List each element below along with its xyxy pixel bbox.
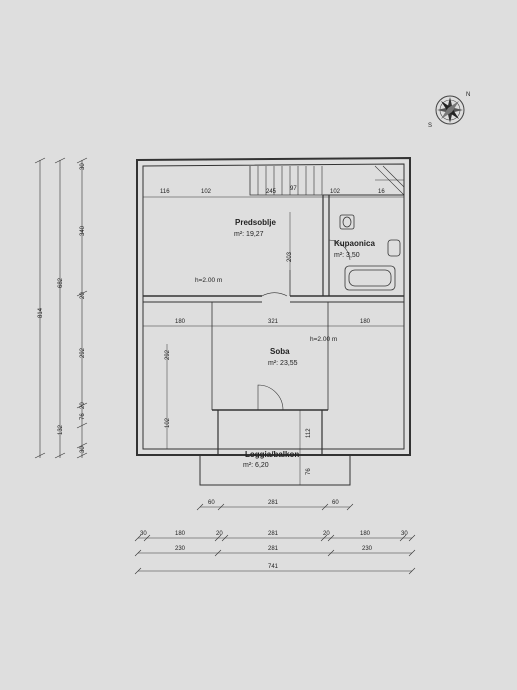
walls xyxy=(136,156,411,486)
bottom-dimension-lines xyxy=(134,503,416,575)
dim-left-682: 682 xyxy=(58,277,64,288)
dim-b4-741: 741 xyxy=(268,564,279,570)
dim-left-292: 292 xyxy=(80,347,86,358)
dim-left-20b: 20 xyxy=(80,402,86,409)
dim-116: 116 xyxy=(160,189,170,195)
dim-b2-30: 30 xyxy=(140,531,147,537)
left-dimension-lines xyxy=(34,157,88,459)
dim-b2-180b: 180 xyxy=(360,531,371,537)
dim-b2-180: 180 xyxy=(175,531,186,537)
room-predsoblje-area: m²: 19,27 xyxy=(234,231,264,238)
dim-left-814: 814 xyxy=(38,307,44,318)
dim-180b: 180 xyxy=(360,319,371,325)
dim-b3-230b: 230 xyxy=(362,546,373,552)
dim-16: 16 xyxy=(378,189,385,195)
dim-203: 203 xyxy=(287,251,293,262)
dim-112: 112 xyxy=(306,428,312,438)
dim-102-v: 102 xyxy=(165,417,171,428)
dim-b2-30b: 30 xyxy=(401,531,408,537)
room-kupaonica-name: Kupaonica xyxy=(334,239,375,248)
dim-b3-281: 281 xyxy=(268,546,279,552)
room-soba-name: Soba xyxy=(270,347,290,356)
room-soba-height: h=2.00 m xyxy=(310,336,337,343)
dim-292: 292 xyxy=(165,349,171,360)
dim-b1-60b: 60 xyxy=(332,500,339,506)
dim-76: 76 xyxy=(306,468,312,475)
dim-97: 97 xyxy=(290,186,297,192)
compass-s-label: S xyxy=(428,123,432,129)
room-loggia-area: m²: 6,20 xyxy=(243,462,269,469)
dim-180a: 180 xyxy=(175,319,186,325)
dim-left-132: 132 xyxy=(58,424,64,435)
dim-b2-20b: 20 xyxy=(323,531,330,537)
dim-left-30b: 30 xyxy=(80,446,86,453)
bathroom-fixtures xyxy=(339,214,401,291)
compass-n-label: N xyxy=(466,92,470,98)
dim-left-20: 20 xyxy=(80,292,86,299)
dim-b3-230: 230 xyxy=(175,546,186,552)
dim-b1-281: 281 xyxy=(268,500,279,506)
compass-icon: N S xyxy=(428,92,470,129)
dim-102: 102 xyxy=(201,189,212,195)
dim-b2-20: 20 xyxy=(216,531,223,537)
dim-left-340: 340 xyxy=(80,225,86,236)
dim-102b: 102 xyxy=(330,189,341,195)
dim-left-76: 76 xyxy=(80,413,86,420)
dim-b2-281: 281 xyxy=(268,531,279,537)
room-loggia-name: Loggia/balkon xyxy=(245,450,299,459)
dim-245: 245 xyxy=(266,189,277,195)
room-predsoblje-name: Predsoblje xyxy=(235,218,276,227)
room-predsoblje-height: h=2.00 m xyxy=(195,277,222,284)
dim-b1-60: 60 xyxy=(208,500,215,506)
room-kupaonica-area: m²: 3,50 xyxy=(334,252,360,259)
inner-dimension-lines xyxy=(143,196,404,485)
room-soba-area: m²: 23,55 xyxy=(268,360,298,367)
dim-321: 321 xyxy=(268,319,279,325)
dim-left-30a: 30 xyxy=(80,163,86,170)
